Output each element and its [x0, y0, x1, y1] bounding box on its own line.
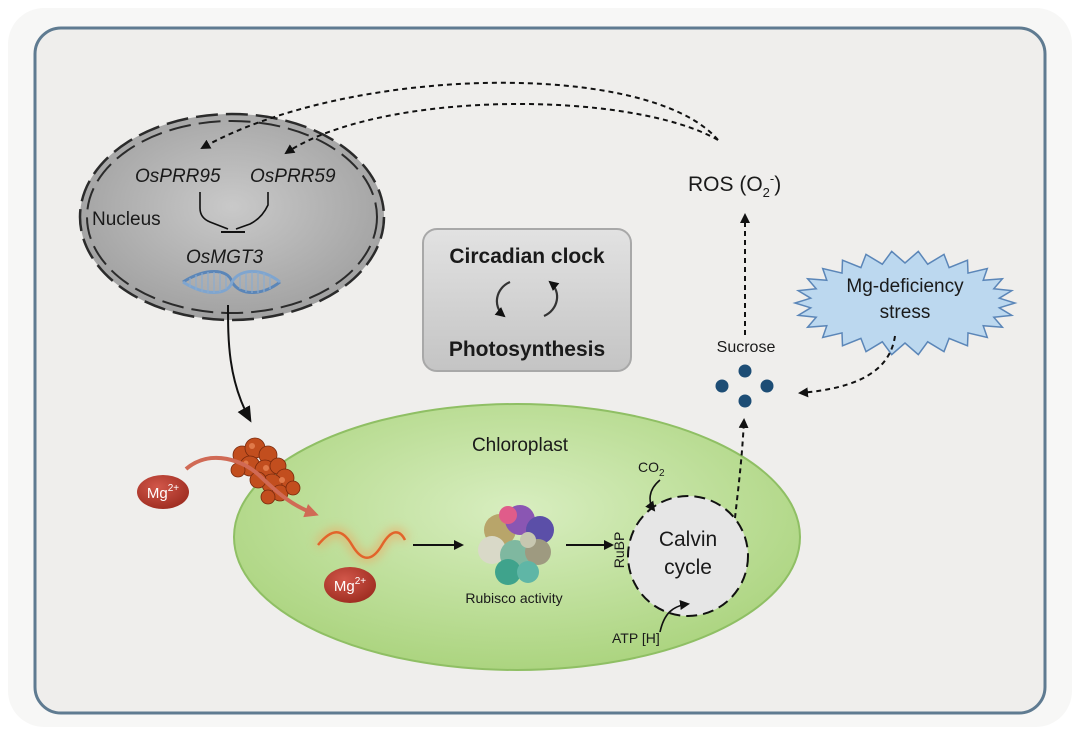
mg-ion-label: Mg2+ [334, 576, 366, 595]
sucrose-dot [738, 364, 752, 378]
mg-ion-body [137, 475, 189, 509]
stress-to-sucrose-arrow [798, 335, 896, 398]
nucleus-membrane-inner [86, 120, 378, 314]
calvin-label-line1: Calvin [659, 528, 717, 551]
gene-osprr59: OsPRR59 [250, 166, 336, 187]
mg-ion-label: Mg2+ [147, 483, 179, 502]
mgt3-transporter-protein [230, 437, 301, 505]
rubp-label: RuBP [611, 532, 627, 569]
gene-osmgt3: OsMGT3 [186, 247, 263, 268]
nucleus-label: Nucleus [92, 209, 161, 230]
stress-starburst-shape [792, 250, 1018, 356]
nucleus-body [80, 114, 384, 320]
circadian-clock-label: Circadian clock [449, 245, 605, 268]
mg-ion-cytosol: Mg2+ [137, 475, 189, 509]
co2-label: CO2 [638, 459, 665, 479]
ros-label: ROS (O2-) [688, 171, 781, 200]
gene-osprr95: OsPRR95 [135, 166, 221, 187]
stress-label-line2: stress [880, 302, 931, 323]
cycle-arrows-icon [494, 280, 560, 318]
dna-helix-icon [182, 270, 281, 294]
ros-to-osprr95-arrow [200, 81, 719, 149]
calvin-cycle-circle [627, 495, 749, 617]
calvin-label-line2: cycle [664, 556, 712, 579]
stress-label-line1: Mg-deficiency [846, 276, 964, 297]
clock-box-bg [422, 228, 632, 372]
nucleus-membrane-outer [78, 112, 386, 322]
chloroplast-label: Chloroplast [472, 435, 569, 456]
co2-input-arrow [645, 479, 661, 512]
atp-input-arrow [659, 600, 690, 633]
sucrose-label: Sucrose [717, 339, 776, 356]
mg-activation-wave [314, 527, 410, 563]
photosynthesis-label: Photosynthesis [449, 338, 605, 361]
mg-ion-body [324, 567, 376, 603]
ros-to-osprr59-arrow [284, 103, 719, 155]
sucrose-molecules [715, 364, 774, 408]
mg-ion-chloroplast: Mg2+ [324, 567, 376, 603]
mg-deficiency-stress: Mg-deficiency stress [792, 250, 1018, 356]
rubisco-activity-label: Rubisco activity [465, 590, 562, 606]
mgt3-to-transporter-arrow [227, 304, 252, 423]
calvin-cycle: Calvin cycle RuBP CO2 ATP [H] [611, 459, 749, 646]
nucleus: Nucleus OsPRR95 OsPRR59 OsMGT3 [78, 112, 386, 322]
sucrose-dot [715, 379, 729, 393]
mg-transport-arrow [184, 455, 319, 518]
sucrose-dot [760, 379, 774, 393]
inhibition-line-prr59 [235, 192, 269, 230]
rubisco-protein [478, 505, 554, 585]
atp-label: ATP [H] [612, 630, 660, 646]
circadian-photosynthesis-box: Circadian clock Photosynthesis [422, 228, 632, 372]
sucrose-dot [738, 394, 752, 408]
inhibition-line-prr95 [199, 192, 229, 230]
